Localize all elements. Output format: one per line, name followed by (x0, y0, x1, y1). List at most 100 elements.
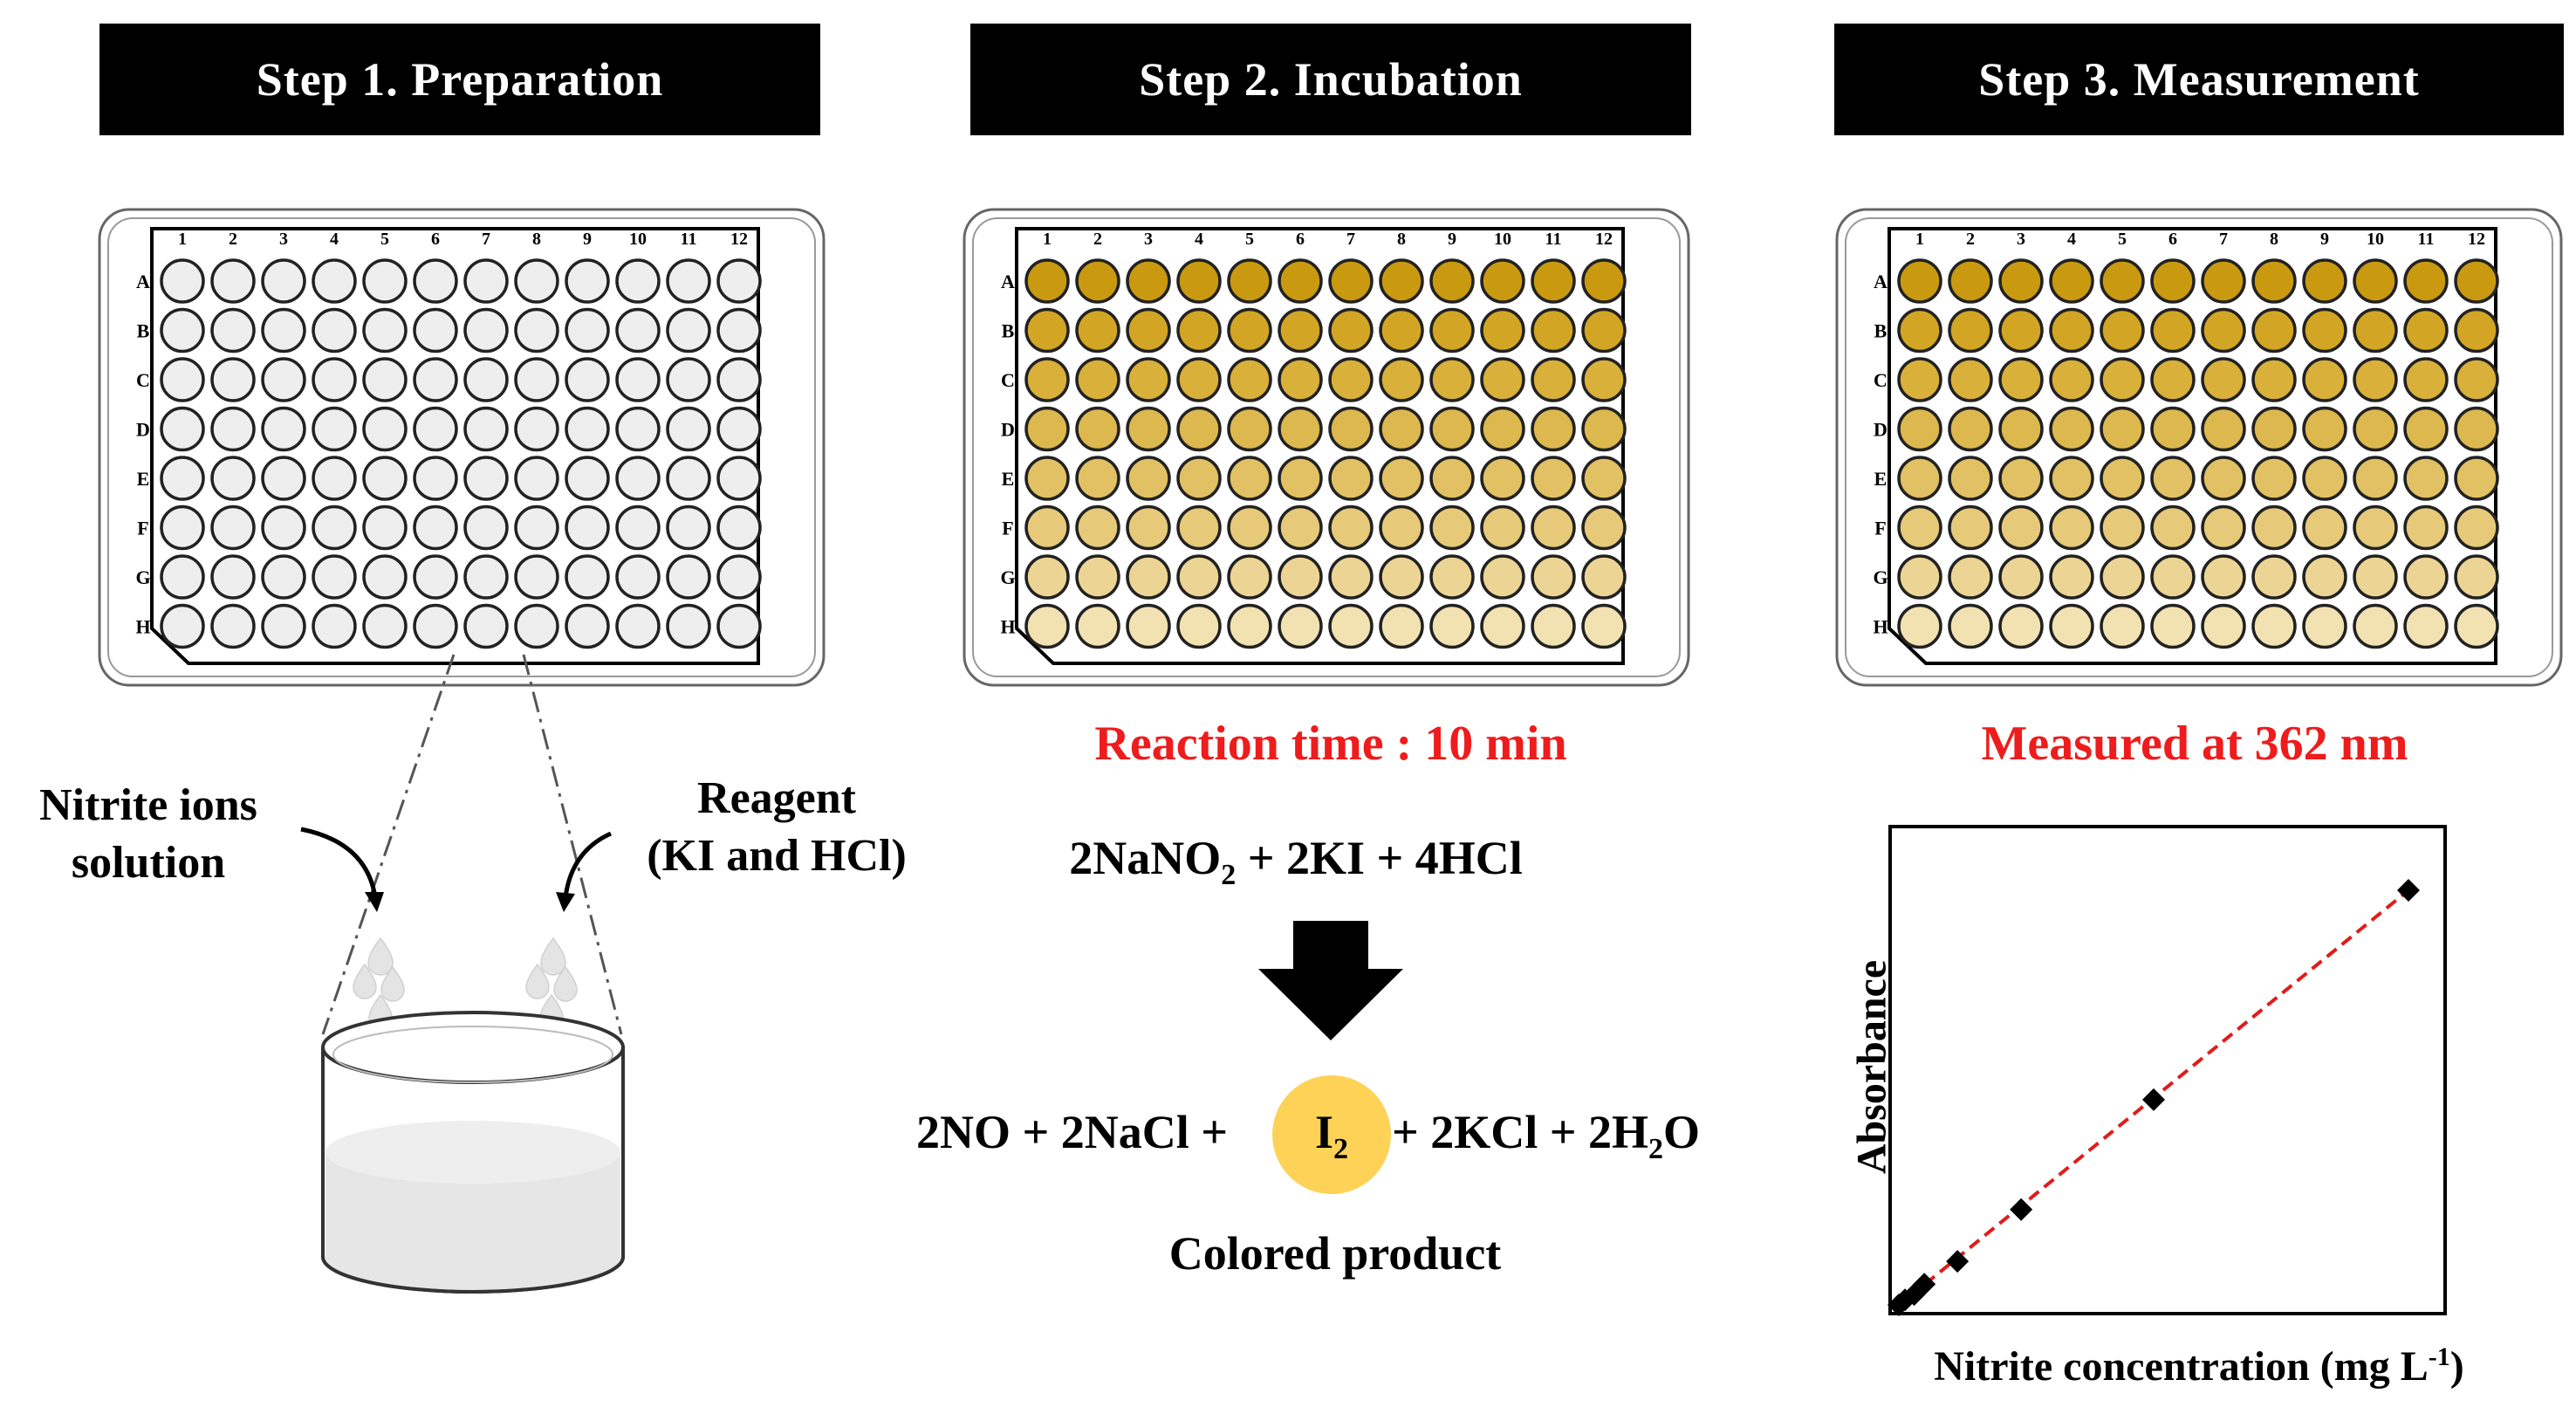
plate-well (1328, 505, 1374, 551)
plate-well (1531, 406, 1576, 452)
plate-well (2100, 357, 2145, 402)
plate-well (261, 456, 306, 501)
reagent-label-line1: Reagent (697, 773, 856, 823)
plate-well (312, 258, 357, 304)
droplets-left (353, 937, 405, 1030)
plate-well (1480, 603, 1525, 649)
plate-well (514, 406, 559, 452)
plate-well (1480, 357, 1525, 402)
iodine-label: I2 (1300, 1105, 1363, 1166)
plate-well (1075, 603, 1120, 649)
plate-column-label: 10 (2367, 230, 2384, 249)
plate-well (666, 456, 711, 501)
plate-well (1126, 258, 1171, 304)
plate-well (1227, 258, 1272, 304)
plate-well (1379, 357, 1424, 402)
plate-well (1897, 406, 1942, 452)
plate-inner-frame (107, 217, 816, 677)
plate-well (2454, 258, 2499, 304)
plate-well (413, 554, 458, 600)
plate-well (2353, 456, 2398, 501)
plate-row-label: D (136, 419, 150, 441)
plate-well (1948, 406, 1993, 452)
plate-row-label: B (1874, 320, 1887, 342)
plate-well (1897, 456, 1942, 501)
plate-well (2049, 603, 2094, 649)
plate-well (2049, 258, 2094, 304)
data-point (2397, 879, 2420, 902)
plate-well (1126, 456, 1171, 501)
plate-well (1075, 554, 1120, 600)
plate-well (2454, 456, 2499, 501)
plate-well (210, 307, 256, 354)
arrow-left (300, 827, 378, 898)
plate-well (716, 307, 762, 354)
plate-well (565, 505, 610, 551)
plate-well (666, 505, 711, 551)
plate-well (2100, 554, 2145, 600)
plate-well (565, 406, 610, 452)
plate-row-label: C (1001, 369, 1015, 391)
plate-well (1176, 258, 1222, 304)
plate-column-label: 5 (2118, 230, 2127, 249)
plate-column-label: 1 (1043, 230, 1052, 249)
plate-well (2353, 307, 2398, 354)
plate-well (2100, 307, 2145, 354)
plate-well (2100, 603, 2145, 649)
plate-well (1429, 357, 1475, 402)
plate-well (1176, 554, 1222, 600)
plate-well (1176, 505, 1222, 551)
reactants-equation: 2NaNO2 + 2KI + 4HCl (1034, 831, 1558, 892)
plate-well (2302, 357, 2347, 402)
plate-column-label: 3 (279, 230, 288, 249)
plate-well (716, 406, 762, 452)
plate-well (1176, 357, 1222, 402)
plate-well (1480, 554, 1525, 600)
plate-well (2353, 603, 2398, 649)
plate-well (2049, 307, 2094, 354)
arrow-left-head (365, 892, 384, 912)
plate-well (2049, 456, 2094, 501)
calibration-graph (1887, 825, 2447, 1316)
data-point (1946, 1250, 1970, 1273)
plate-well (2251, 406, 2297, 452)
products-right-b: O (1663, 1106, 1701, 1158)
plate-well (210, 357, 256, 402)
nitrite-label: Nitrite ions solution (17, 777, 279, 892)
plate-well (1024, 505, 1070, 551)
plate-well (615, 406, 661, 452)
reactant-nano-sub: 2 (1221, 858, 1237, 891)
plate-well (1948, 357, 1993, 402)
plate-well (615, 554, 661, 600)
plate-well (210, 456, 256, 501)
plate-row-label: G (135, 566, 150, 588)
plate-well (615, 456, 661, 501)
plate-well (1227, 307, 1272, 354)
plate-well (1480, 307, 1525, 354)
reaction-time: Reaction time : 10 min (1094, 717, 1567, 771)
plate-well (716, 258, 762, 304)
plate-well (210, 505, 256, 551)
plate-well (1278, 258, 1323, 304)
plate-well (716, 505, 762, 551)
plate-well (1328, 406, 1374, 452)
plate-well (2150, 357, 2196, 402)
x-axis-label: Nitrite concentration (mg L-1) (1885, 1342, 2513, 1390)
plate-well (1328, 258, 1374, 304)
plate-well (1581, 406, 1627, 452)
plate-well (1531, 307, 1576, 354)
step2-title: Step 2. Incubation (1139, 53, 1523, 106)
plate-well (1948, 554, 1993, 600)
plate-well (2403, 554, 2449, 600)
plate-well (2251, 456, 2297, 501)
plate-well (463, 357, 509, 402)
step3-banner: Step 3. Measurement (1834, 24, 2564, 135)
plate-well (2454, 307, 2499, 354)
plate-well (2454, 505, 2499, 551)
plate-column-label: 4 (1195, 230, 1203, 249)
plate-well (2251, 357, 2297, 402)
plate-well (210, 603, 256, 649)
plate-row-label: B (137, 320, 150, 342)
plate-well (1379, 307, 1424, 354)
